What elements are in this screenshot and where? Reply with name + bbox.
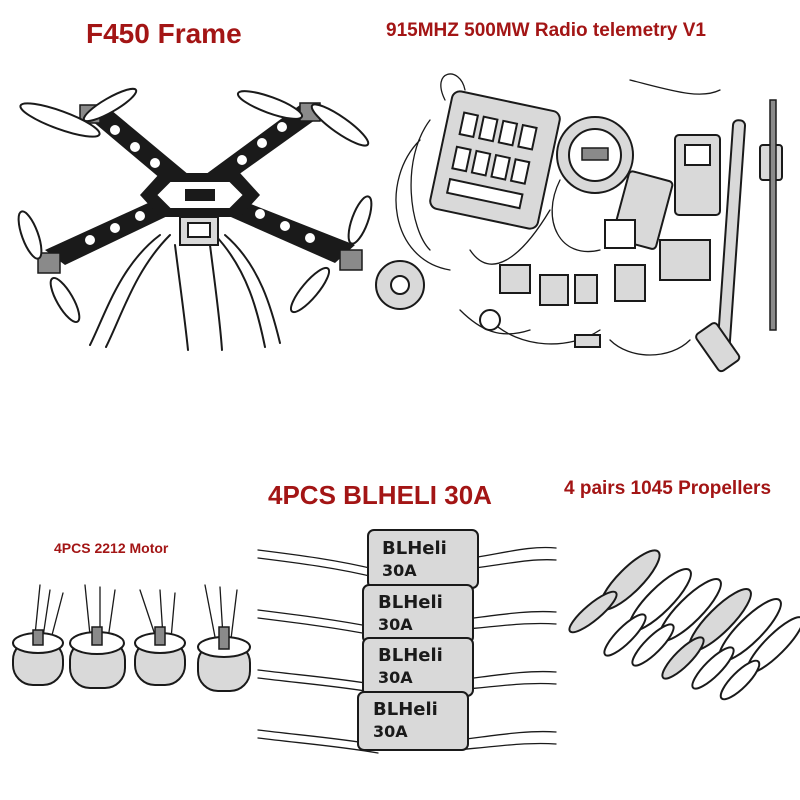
esc-unit: BLHeli 30A	[367, 529, 479, 589]
esc-rating-text: 30A	[378, 615, 413, 634]
esc-brand-text: BLHeli	[378, 592, 443, 613]
telemetry-kit-illustration	[375, 73, 783, 373]
esc-title: 4PCS BLHELI 30A	[268, 480, 492, 510]
esc-brand-text: BLHeli	[373, 699, 438, 720]
propellers-illustration	[568, 549, 800, 701]
esc-unit: BLHeli 30A	[357, 691, 469, 751]
esc-rating-text: 30A	[382, 561, 417, 580]
esc-unit: BLHeli 30A	[362, 584, 474, 644]
esc-unit: BLHeli 30A	[362, 637, 474, 697]
propellers-title: 4 pairs 1045 Propellers	[564, 478, 772, 499]
frame-title: F450 Frame	[86, 18, 242, 49]
esc-brand-text: BLHeli	[382, 538, 447, 559]
esc-rating-text: 30A	[378, 668, 413, 687]
esc-illustration: BLHeli 30A BLHeli 30A BLHeli 30A BLHeli …	[257, 529, 557, 754]
esc-rating-text: 30A	[373, 722, 408, 741]
telemetry-title: 915MHZ 500MW Radio telemetry V1	[386, 20, 706, 41]
motors-illustration	[12, 584, 251, 692]
esc-brand-text: BLHeli	[378, 645, 443, 666]
motor-title: 4PCS 2212 Motor	[54, 540, 169, 556]
f450-frame-illustration	[17, 87, 373, 351]
